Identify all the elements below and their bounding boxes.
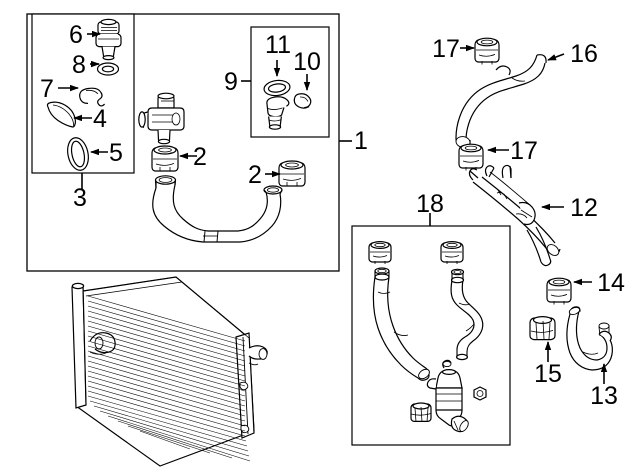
callout-label-14: 14 bbox=[597, 269, 625, 297]
hose-clamp-18c-part bbox=[410, 402, 432, 423]
callout-label-5: 5 bbox=[109, 139, 123, 167]
radiator-part bbox=[71, 276, 268, 467]
coolant-temperature-sensor-part bbox=[95, 18, 122, 61]
hose-clamp-18a-part bbox=[368, 241, 392, 264]
callout-label-2a: 2 bbox=[193, 143, 207, 171]
callout-label-11: 11 bbox=[265, 31, 291, 59]
coolant-hose-13-part bbox=[566, 306, 613, 371]
main-coolant-hose-part bbox=[152, 175, 283, 243]
hose-18-left-part bbox=[372, 267, 430, 381]
hose-clamp-14-part bbox=[546, 277, 572, 305]
hose-clamp-15-part bbox=[529, 316, 556, 341]
callout-label-6: 6 bbox=[69, 21, 83, 49]
hose-clamp-2b-part bbox=[278, 160, 306, 187]
hose-clamp-18b-part bbox=[440, 241, 464, 264]
callout-label-4: 4 bbox=[93, 105, 107, 133]
callout-label-7: 7 bbox=[40, 75, 54, 103]
callout-label-1: 1 bbox=[354, 127, 368, 155]
callout-label-10: 10 bbox=[293, 48, 321, 76]
thermostat-housing-part bbox=[138, 92, 185, 145]
callout-label-17b: 17 bbox=[510, 137, 538, 165]
coolant-pump-18-part bbox=[426, 359, 487, 433]
callout-label-2b: 2 bbox=[248, 161, 262, 189]
callout-label-12: 12 bbox=[570, 194, 598, 222]
hose-clamp-17b-part bbox=[458, 143, 484, 171]
coolant-pipe-12-part bbox=[468, 164, 561, 267]
coolant-hose-16-part bbox=[455, 54, 547, 148]
callout-label-18: 18 bbox=[416, 190, 444, 218]
callout-label-13: 13 bbox=[590, 382, 618, 410]
leader-16 bbox=[547, 53, 565, 61]
hose-18-right-part bbox=[450, 268, 484, 361]
spring-clip-part bbox=[79, 87, 106, 107]
callout-label-17a: 17 bbox=[432, 35, 460, 63]
callout-label-16: 16 bbox=[570, 40, 598, 68]
retaining-clip-10-part bbox=[293, 93, 312, 109]
callout-label-9: 9 bbox=[224, 68, 238, 96]
o-ring-11-part bbox=[263, 79, 291, 97]
callout-label-3: 3 bbox=[73, 184, 87, 212]
o-ring-seal-part bbox=[67, 137, 89, 171]
o-ring-small-part bbox=[96, 62, 120, 76]
callout-label-15: 15 bbox=[534, 360, 562, 388]
group-box-9 bbox=[250, 26, 330, 138]
hose-clamp-17a-part bbox=[474, 37, 500, 65]
callout-label-8: 8 bbox=[72, 51, 86, 79]
retaining-clip-part bbox=[46, 101, 77, 128]
hose-connector-part bbox=[266, 96, 290, 130]
hose-clamp-2a-part bbox=[151, 145, 179, 172]
